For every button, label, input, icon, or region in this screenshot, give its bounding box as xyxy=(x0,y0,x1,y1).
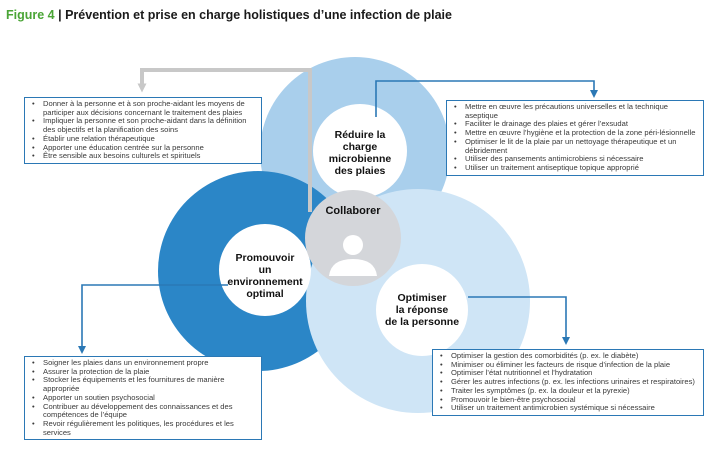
list-top-left: Donner à la personne et à son proche-aid… xyxy=(29,99,257,161)
inner-circle-left xyxy=(219,224,311,316)
box-top-right: Mettre en œuvre les précautions universe… xyxy=(446,100,704,176)
arrow-bottom-right xyxy=(468,296,570,345)
list-item: Promouvoir le bien-être psychosocial xyxy=(437,395,699,405)
list-item: Revoir régulièrement les politiques, les… xyxy=(29,419,257,437)
label-optimal-environment: Promouvoir un environnement optimal xyxy=(227,252,303,300)
list-item: Mettre en œuvre les précautions universe… xyxy=(451,102,699,120)
list-bottom-right: Optimiser la gestion des comorbidités (p… xyxy=(437,351,699,413)
label-optimise-response: Optimiser la réponse de la personne xyxy=(384,292,460,328)
list-item: Optimiser le lit de la plaie par un nett… xyxy=(451,137,699,155)
list-item: Faciliter le drainage des plaies et gére… xyxy=(451,120,699,129)
list-item: Apporter une éducation centrée sur la pe… xyxy=(29,143,257,153)
list-item: Être sensible aux besoins culturels et s… xyxy=(29,152,257,161)
list-item: Donner à la personne et à son proche-aid… xyxy=(29,99,257,117)
list-item: Utiliser des pansements antimicrobiens s… xyxy=(451,155,699,164)
arrow-top-left xyxy=(137,68,312,212)
box-top-left: Donner à la personne et à son proche-aid… xyxy=(24,97,262,164)
list-item: Utiliser un traitement antiseptique topi… xyxy=(451,163,699,173)
list-item: Minimiser ou éliminer les facteurs de ri… xyxy=(437,360,699,370)
list-item: Assurer la protection de la plaie xyxy=(29,367,257,377)
label-reduce-microbial-load: Réduire la charge microbienne des plaies xyxy=(328,129,392,177)
list-item: Optimiser l’état nutritionnel et l’hydra… xyxy=(437,369,699,378)
arrow-top-right xyxy=(375,80,598,117)
list-top-right: Mettre en œuvre les précautions universe… xyxy=(451,102,699,173)
title-separator: | xyxy=(58,8,62,22)
box-bottom-left: Soigner les plaies dans un environnement… xyxy=(24,356,262,441)
person-icon xyxy=(329,235,377,276)
list-item: Établir une relation thérapeutique xyxy=(29,134,257,144)
list-bottom-left: Soigner les plaies dans un environnement… xyxy=(29,358,257,437)
list-item: Soigner les plaies dans un environnement… xyxy=(29,358,257,368)
box-bottom-right: Optimiser la gestion des comorbidités (p… xyxy=(432,349,704,416)
list-item: Utiliser un traitement antimicrobien sys… xyxy=(437,404,699,413)
list-item: Apporter un soutien psychosocial xyxy=(29,393,257,403)
list-item: Contribuer au développement des connaiss… xyxy=(29,402,257,420)
title-text: Prévention et prise en charge holistique… xyxy=(65,8,452,22)
list-item: Gérer les autres infections (p. ex. les … xyxy=(437,377,699,387)
list-item: Mettre en œuvre l’hygiène et la protecti… xyxy=(451,128,699,138)
list-item: Impliquer la personne et son proche-aida… xyxy=(29,116,257,134)
inner-circle-top xyxy=(313,104,407,198)
figure-title: Figure 4 | Prévention et prise en charge… xyxy=(6,8,452,22)
list-item: Traiter les symptômes (p. ex. la douleur… xyxy=(437,386,699,396)
list-item: Optimiser la gestion des comorbidités (p… xyxy=(437,351,699,361)
figure-number: Figure 4 xyxy=(6,8,55,22)
inner-circle-right xyxy=(376,264,468,356)
arrow-bottom-left xyxy=(78,284,228,354)
list-item: Stocker les équipements et les fournitur… xyxy=(29,375,257,393)
label-collaborate: Collaborer xyxy=(325,205,381,217)
